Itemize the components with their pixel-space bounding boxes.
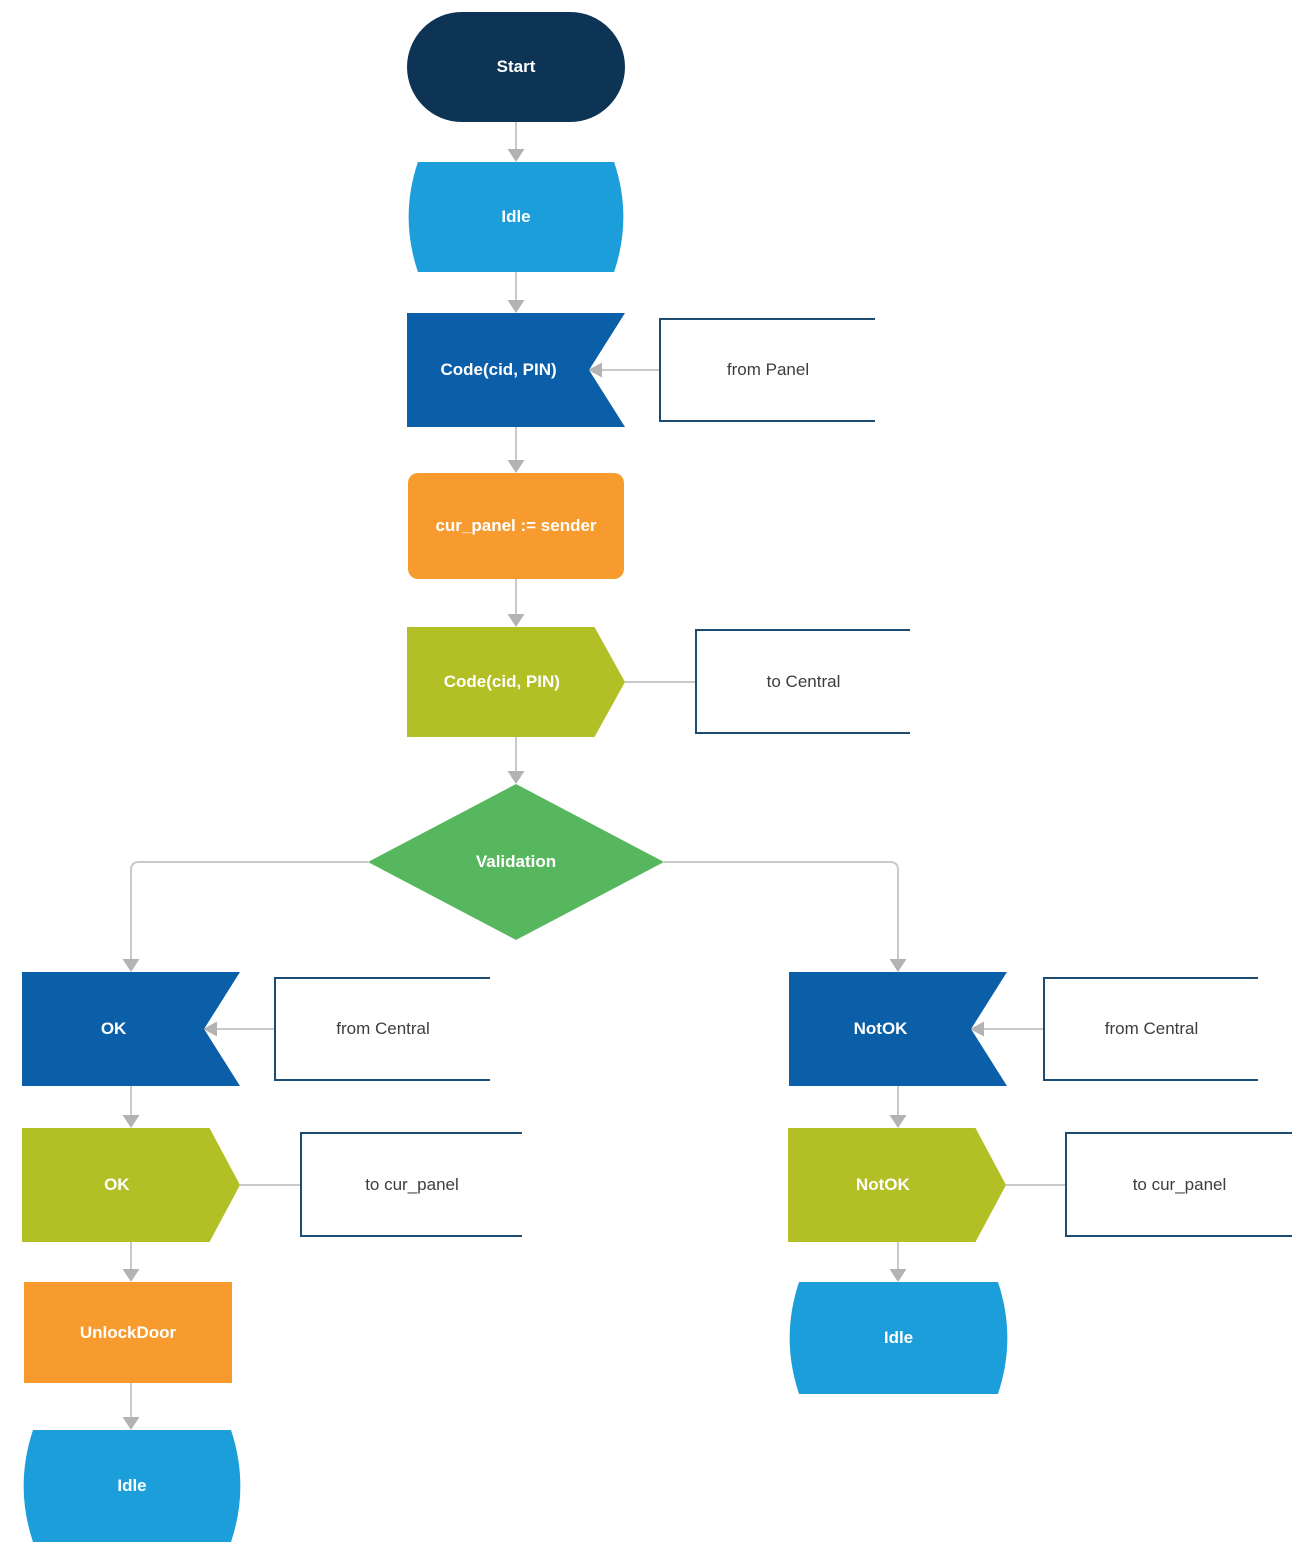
task-unlock-door: UnlockDoor — [24, 1282, 232, 1383]
comment-from-panel-label: from Panel — [726, 360, 810, 379]
comment-from-central-right-label: from Central — [1104, 1019, 1199, 1038]
start-node: Start — [407, 12, 625, 122]
output-signal-shape — [788, 1128, 1006, 1242]
task-assign-cur-panel: cur_panel := sender — [408, 473, 624, 579]
input-signal-shape — [22, 972, 240, 1086]
comment-to-central: to Central — [695, 629, 910, 734]
state-idle-bottom-left-label: Idle — [117, 1476, 147, 1495]
state-idle-bottom-right: Idle — [788, 1282, 1009, 1394]
output-signal-code-label: Code(cid, PIN) — [443, 672, 560, 691]
output-signal-shape — [22, 1128, 240, 1242]
comment-from-central-left: from Central — [274, 977, 490, 1081]
decision-validation: Validation — [368, 784, 664, 940]
comment-to-cur-panel-left: to cur_panel — [300, 1132, 522, 1237]
comment-to-cur-panel-left-label: to cur_panel — [365, 1174, 459, 1194]
output-signal-code: Code(cid, PIN) — [407, 627, 625, 737]
input-signal-code-label: Code(cid, PIN) — [440, 360, 557, 379]
comment-to-cur-panel-right: to cur_panel — [1065, 1132, 1292, 1237]
output-signal-notok-label: NotOK — [855, 1175, 910, 1194]
decision-shape — [368, 784, 664, 940]
comment-from-central-left-label: from Central — [336, 1019, 430, 1038]
state-idle-top-label: Idle — [501, 207, 531, 226]
input-signal-code: Code(cid, PIN) — [407, 313, 625, 427]
state-shape — [23, 1430, 241, 1542]
state-idle-bottom-left: Idle — [22, 1430, 242, 1542]
comment-to-central-label: to Central — [766, 671, 841, 691]
comment-to-cur-panel-right-label: to cur_panel — [1132, 1174, 1227, 1194]
comment-from-central-right: from Central — [1043, 977, 1258, 1081]
input-signal-notok-label: NotOK — [853, 1019, 908, 1038]
state-shape — [789, 1282, 1008, 1394]
decision-validation-label: Validation — [475, 852, 557, 871]
comment-from-panel: from Panel — [659, 318, 875, 422]
state-idle-bottom-right-label: Idle — [883, 1328, 914, 1347]
input-signal-shape — [789, 972, 1007, 1086]
input-signal-ok: OK — [22, 972, 240, 1086]
output-signal-notok: NotOK — [788, 1128, 1006, 1242]
state-idle-top: Idle — [407, 162, 625, 272]
input-signal-ok-label: OK — [100, 1019, 127, 1038]
start-label: Start — [496, 57, 536, 76]
input-signal-shape — [407, 313, 625, 427]
task-unlock-door-label: UnlockDoor — [79, 1322, 177, 1342]
task-assign-cur-panel-label: cur_panel := sender — [435, 516, 597, 535]
output-signal-ok-label: OK — [104, 1175, 130, 1194]
input-signal-notok: NotOK — [789, 972, 1007, 1086]
output-signal-shape — [407, 627, 625, 737]
state-shape — [408, 162, 624, 272]
output-signal-ok: OK — [22, 1128, 240, 1242]
